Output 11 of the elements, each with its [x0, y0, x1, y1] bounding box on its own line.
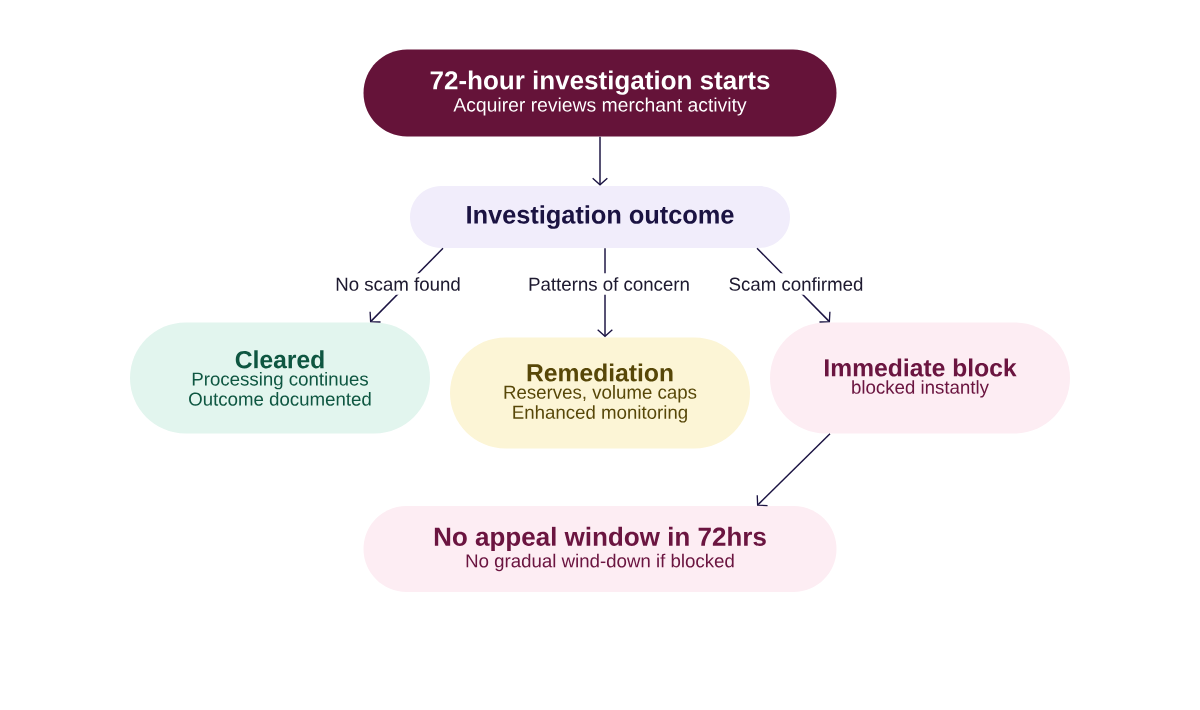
- outcome-pill: Remediation Reserves, volume caps Enhanced monitoring: [450, 337, 750, 449]
- decision-pill: Investigation outcome: [410, 186, 790, 248]
- outcome-pill: Cleared Processing continues Outcome documented: [130, 322, 430, 434]
- start-pill: 72-hour investigation starts Acquirer reviews merchant activity: [363, 49, 837, 137]
- result-pill: No appeal window in 72hrs No gradual wind-down if blocked: [363, 506, 837, 592]
- edge-label: No scam found: [329, 273, 467, 295]
- edge-label: Scam confirmed: [723, 273, 869, 295]
- outcome-pill: Immediate block blocked instantly: [770, 322, 1070, 434]
- arrow: [756, 433, 831, 507]
- edge-label: Patterns of concern: [522, 273, 696, 295]
- arrow: [592, 136, 608, 186]
